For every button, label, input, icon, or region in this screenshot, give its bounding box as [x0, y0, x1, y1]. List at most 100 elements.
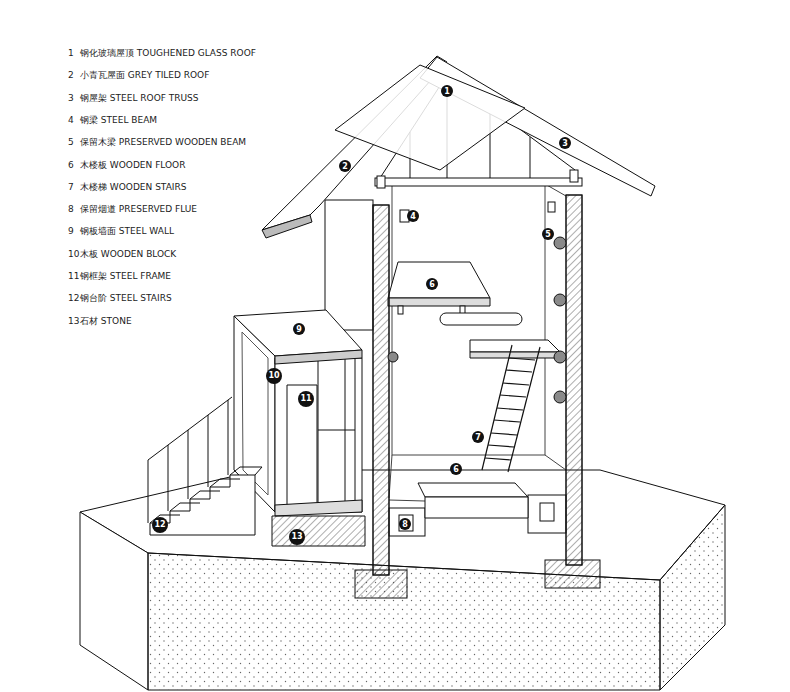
key-number: 2 — [68, 69, 74, 81]
callout-text: 2 — [342, 162, 348, 171]
key-text: 木板 WOODEN BLOCK — [80, 248, 176, 260]
callout-text: 12 — [154, 520, 165, 529]
annex-roof-edge — [275, 350, 362, 364]
key-number: 7 — [68, 181, 74, 193]
label-text: 10 — [68, 249, 79, 259]
flue — [540, 503, 554, 521]
annex-roof — [234, 310, 362, 356]
platform — [470, 340, 560, 352]
lower-floor-front — [425, 497, 528, 518]
callout-number: 4 — [407, 210, 419, 222]
door-outline — [242, 332, 268, 495]
key-number: 3 — [68, 92, 74, 104]
key-text: 钢板墙面 STEEL WALL — [80, 225, 174, 237]
label-text: 4 — [68, 115, 74, 125]
steel-stairs — [148, 397, 262, 535]
flue — [399, 515, 413, 531]
key-number: 8 — [68, 203, 74, 215]
key-text: 钢框架 STEEL FRAME — [80, 270, 171, 282]
key-number: 13 — [68, 315, 79, 327]
label-text: 11 — [68, 271, 79, 281]
callout-number: 1 — [441, 85, 453, 97]
ground-front-face — [148, 553, 660, 690]
callout-number: 6 — [450, 463, 462, 475]
callout-text: 4 — [410, 212, 416, 221]
callout-text: 10 — [268, 371, 279, 380]
key-text: 钢台阶 STEEL STAIRS — [80, 292, 172, 304]
lower-floor-top — [418, 483, 528, 497]
callout-text: 1 — [444, 87, 450, 96]
label-text: 7 — [68, 182, 74, 192]
callout-number: 13 — [289, 529, 305, 545]
wooden-beams — [388, 237, 566, 403]
key-number: 12 — [68, 292, 79, 304]
upper-floor-edge — [388, 298, 490, 306]
key-number: 11 — [68, 270, 79, 282]
label-text: 8 — [68, 204, 74, 214]
label-text: 钢框架 STEEL FRAME — [80, 271, 171, 281]
label-text: 木楼板 WOODEN FLOOR — [80, 160, 185, 170]
key-text: 钢屋架 STEEL ROOF TRUSS — [80, 92, 199, 104]
key-number: 1 — [68, 47, 74, 59]
wall-section — [566, 195, 582, 565]
key-text: 木楼板 WOODEN FLOOR — [80, 159, 185, 171]
ground-right-face — [660, 505, 725, 690]
log-beam — [440, 313, 522, 325]
callout-number: 10 — [266, 368, 282, 384]
label-text: 13 — [68, 316, 79, 326]
callout-number: 9 — [293, 323, 305, 335]
label-text: 9 — [68, 226, 74, 236]
callout-number: 5 — [542, 228, 554, 240]
glass-roof — [335, 65, 525, 170]
steel-beam — [548, 202, 555, 212]
label-text: 3 — [68, 93, 74, 103]
key-text: 石材 STONE — [80, 315, 132, 327]
wall-section — [373, 205, 389, 575]
label-text: 保留烟道 PRESERVED FLUE — [80, 204, 197, 214]
stone-base — [272, 516, 365, 546]
footings — [355, 560, 600, 598]
side-wall — [325, 200, 373, 330]
callout-text: 6 — [453, 465, 459, 474]
label-text: 石材 STONE — [80, 316, 132, 326]
callout-text: 5 — [545, 230, 551, 239]
label-text: 5 — [68, 137, 74, 147]
callout-number: 7 — [472, 431, 484, 443]
wall-edge — [545, 455, 566, 470]
steel-frame — [287, 385, 317, 505]
key-text: 钢梁 STEEL BEAM — [80, 114, 157, 126]
label-text: 钢梁 STEEL BEAM — [80, 115, 157, 125]
label-text: 钢台阶 STEEL STAIRS — [80, 293, 172, 303]
label-text: 6 — [68, 160, 74, 170]
label-text: 钢屋架 STEEL ROOF TRUSS — [80, 93, 199, 103]
key-text: 保留木梁 PRESERVED WOODEN BEAM — [80, 136, 246, 148]
key-number: 4 — [68, 114, 74, 126]
label-text: 钢化玻璃屋顶 TOUGHENED GLASS ROOF — [80, 48, 256, 58]
callout-text: 3 — [562, 139, 568, 148]
label-text: 2 — [68, 70, 74, 80]
roof-edge — [262, 215, 312, 238]
callout-number: 8 — [399, 518, 411, 530]
annex-base — [275, 500, 362, 516]
walls-in-section — [373, 195, 582, 575]
joist — [398, 306, 403, 314]
key-number: 6 — [68, 159, 74, 171]
key-text: 保留烟道 PRESERVED FLUE — [80, 203, 197, 215]
key-number: 5 — [68, 136, 74, 148]
ground-block — [80, 470, 725, 690]
label-text: 12 — [68, 293, 79, 303]
key-number: 9 — [68, 225, 74, 237]
label-text: 保留木梁 PRESERVED WOODEN BEAM — [80, 137, 246, 147]
label-text: 小青瓦屋面 GREY TILED ROOF — [80, 70, 209, 80]
key-text: 钢化玻璃屋顶 TOUGHENED GLASS ROOF — [80, 47, 256, 59]
roof — [262, 56, 655, 238]
key-number: 10 — [68, 248, 79, 260]
callout-text: 6 — [429, 280, 435, 289]
callout-number: 12 — [152, 517, 168, 533]
label-text: 钢板墙面 STEEL WALL — [80, 226, 174, 236]
flue-block — [528, 495, 566, 533]
callout-text: 13 — [291, 532, 302, 541]
callout-number: 11 — [298, 391, 314, 407]
